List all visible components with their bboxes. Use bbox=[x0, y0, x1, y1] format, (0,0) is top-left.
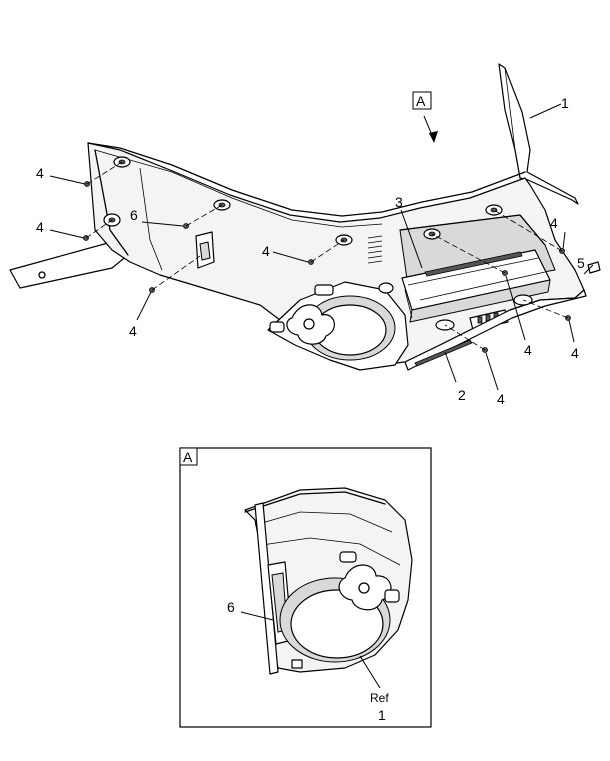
callout-4-b: 4 bbox=[36, 219, 44, 235]
callout-4-a: 4 bbox=[36, 165, 44, 181]
callout-4-c: 4 bbox=[129, 323, 137, 339]
callout-4-h: 4 bbox=[497, 391, 505, 407]
callout-4-f: 4 bbox=[524, 342, 532, 358]
vent-ribs bbox=[367, 235, 383, 264]
callout-3: 3 bbox=[395, 194, 403, 210]
cupholder-opening bbox=[267, 281, 409, 371]
leader-lines bbox=[49, 103, 594, 391]
callout-2: 2 bbox=[458, 387, 466, 403]
detail-callout-6: 6 bbox=[227, 599, 235, 615]
detail-view-a: A 6 Ref 1 bbox=[179, 447, 432, 728]
view-a-indicator: A bbox=[412, 91, 438, 143]
callout-4-d: 4 bbox=[262, 243, 270, 259]
part-3-module bbox=[401, 249, 551, 323]
callout-6: 6 bbox=[130, 207, 138, 223]
detail-ref-number: 1 bbox=[378, 707, 386, 723]
callout-4-g: 4 bbox=[571, 345, 579, 361]
view-a-label: A bbox=[416, 93, 426, 109]
callout-5: 5 bbox=[577, 255, 585, 271]
detail-ref-label: Ref bbox=[370, 691, 389, 705]
fasteners bbox=[83, 161, 571, 353]
main-view: A 1 2 3 5 6 4 4 4 4 4 4 4 4 bbox=[9, 63, 601, 407]
detail-box-label: A bbox=[183, 449, 193, 465]
callout-4-e: 4 bbox=[550, 215, 558, 231]
part-5-clip bbox=[587, 261, 601, 274]
callout-1: 1 bbox=[561, 95, 569, 111]
